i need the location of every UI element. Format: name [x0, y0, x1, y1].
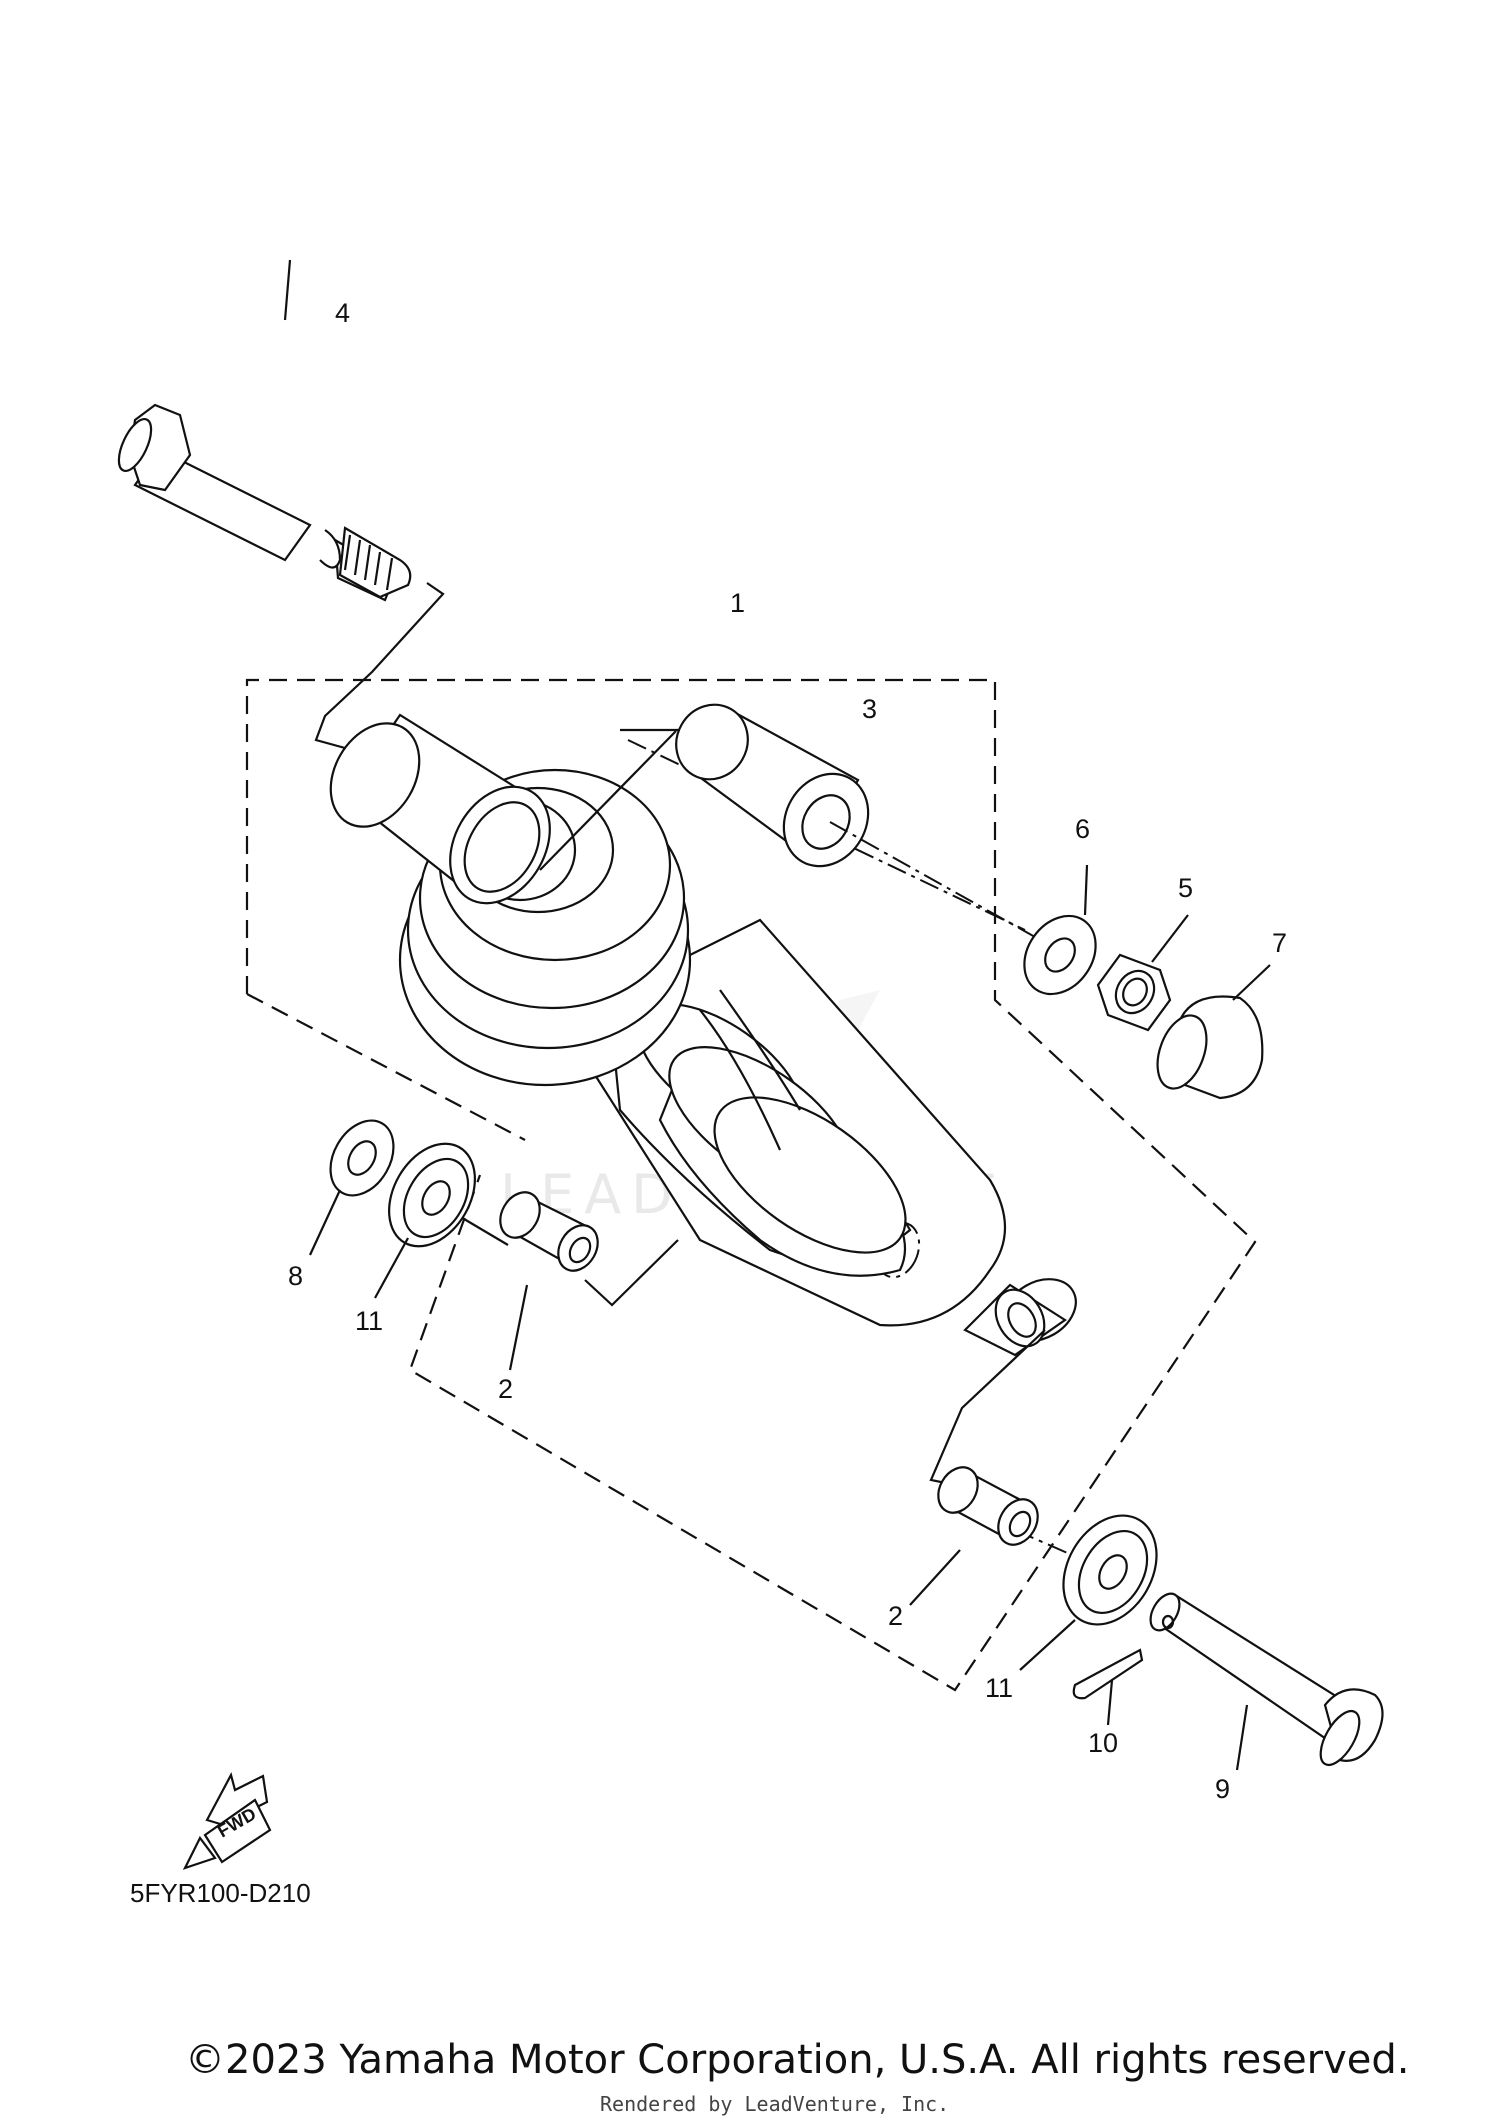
rendered-by-notice: Rendered by LeadVenture, Inc. — [600, 2092, 950, 2116]
callout-5: 5 — [1178, 873, 1193, 903]
drawing-code: 5FYR100-D210 — [130, 1878, 311, 1908]
assembly-outline — [245, 678, 1257, 1692]
part-4-bolt[interactable] — [112, 259, 412, 602]
copyright-notice: ©2023 Yamaha Motor Corporation, U.S.A. A… — [185, 2037, 1410, 2083]
callout-11-lower: 11 — [985, 1673, 1013, 1703]
part-5-nut[interactable] — [1096, 914, 1189, 1032]
callout-7: 7 — [1272, 928, 1287, 958]
part-7-cap[interactable] — [1148, 964, 1271, 1100]
callout-2-lower: 2 — [888, 1601, 903, 1631]
part-6-washer[interactable] — [1010, 864, 1111, 1008]
callout-3: 3 — [862, 694, 877, 724]
callout-1: 1 — [730, 588, 745, 618]
callout-4: 4 — [335, 298, 350, 328]
part-11-seal-upper[interactable] — [372, 1128, 493, 1299]
callout-10: 10 — [1088, 1728, 1118, 1758]
callout-2-upper: 2 — [498, 1374, 513, 1404]
forward-arrow-icon — [182, 1772, 272, 1870]
callout-8: 9 — [1215, 1774, 1230, 1804]
part-8-pin[interactable] — [1145, 1589, 1384, 1771]
shock-absorber[interactable] — [313, 707, 1087, 1357]
part-9-washer[interactable] — [309, 1109, 406, 1256]
part-10-cotter-pin[interactable] — [1072, 1648, 1144, 1726]
part-3-collar[interactable] — [620, 692, 885, 882]
part-11-seal-lower[interactable] — [1019, 1499, 1175, 1671]
part-2-bushing-lower[interactable] — [909, 1460, 1046, 1606]
part-2-bushing-upper[interactable] — [492, 1185, 605, 1371]
callout-11-upper: 11 — [355, 1306, 383, 1336]
callout-6: 6 — [1075, 814, 1090, 844]
callout-9: 8 — [288, 1261, 303, 1291]
